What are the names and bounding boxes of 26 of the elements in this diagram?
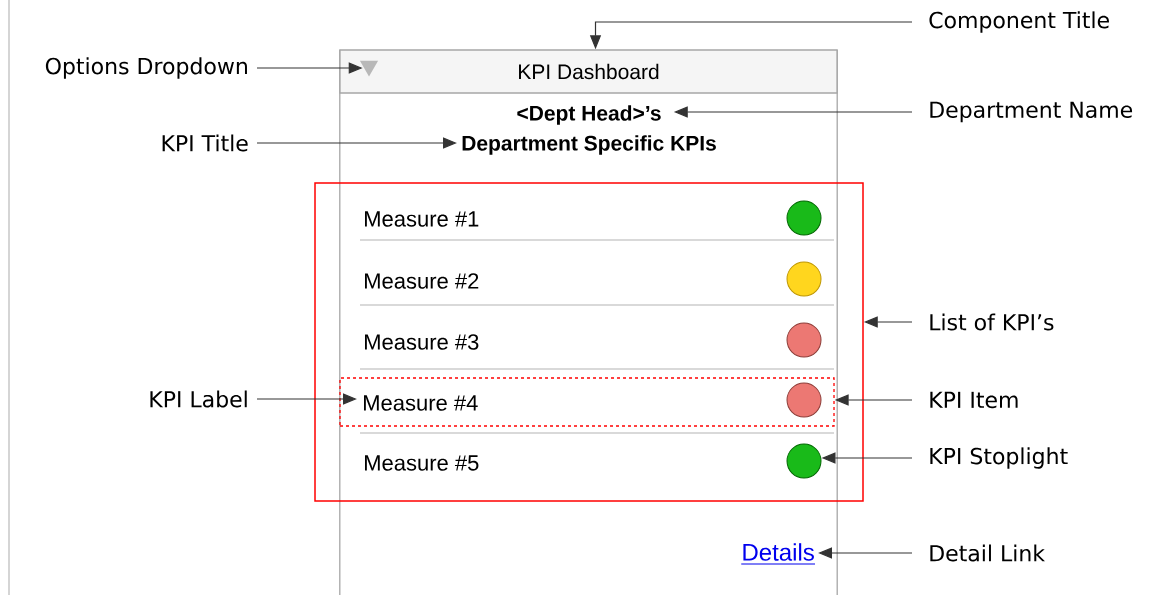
callout-text: Options Dropdown (45, 57, 247, 79)
callout-text: Component Title (929, 11, 1109, 33)
status-circle (786, 261, 822, 297)
measure-label: Measure #1 (365, 211, 479, 227)
kpi-list-box (314, 182, 864, 502)
callout-text: KPI Label (150, 390, 247, 408)
header-bar: KPI Dashboard (339, 49, 838, 94)
heading-text: Department Specific KPIs (462, 135, 716, 155)
status-circle (786, 322, 822, 358)
status-circle (786, 443, 822, 479)
dropdown-icon (359, 60, 379, 77)
measure-label: Measure #3 (365, 334, 479, 350)
heading-text: <Dept Head>’s (517, 105, 661, 125)
measure-label: Measure #2 (365, 273, 479, 289)
callout-text: KPI Stoplight (930, 447, 1068, 469)
details-link: Details (740, 543, 816, 565)
kpi-item-box (339, 377, 835, 427)
callout-text: KPI Title (162, 134, 248, 152)
measure-label: Measure #5 (365, 455, 479, 471)
callout-text: Detail Link (930, 544, 1045, 562)
callout-text: Department Name (930, 101, 1133, 123)
callout-text: KPI Item (930, 391, 1018, 409)
callout-text: List of KPI’s (930, 313, 1054, 331)
status-circle (786, 382, 822, 418)
measure-label: Measure #4 (364, 395, 478, 411)
status-circle (786, 200, 822, 236)
